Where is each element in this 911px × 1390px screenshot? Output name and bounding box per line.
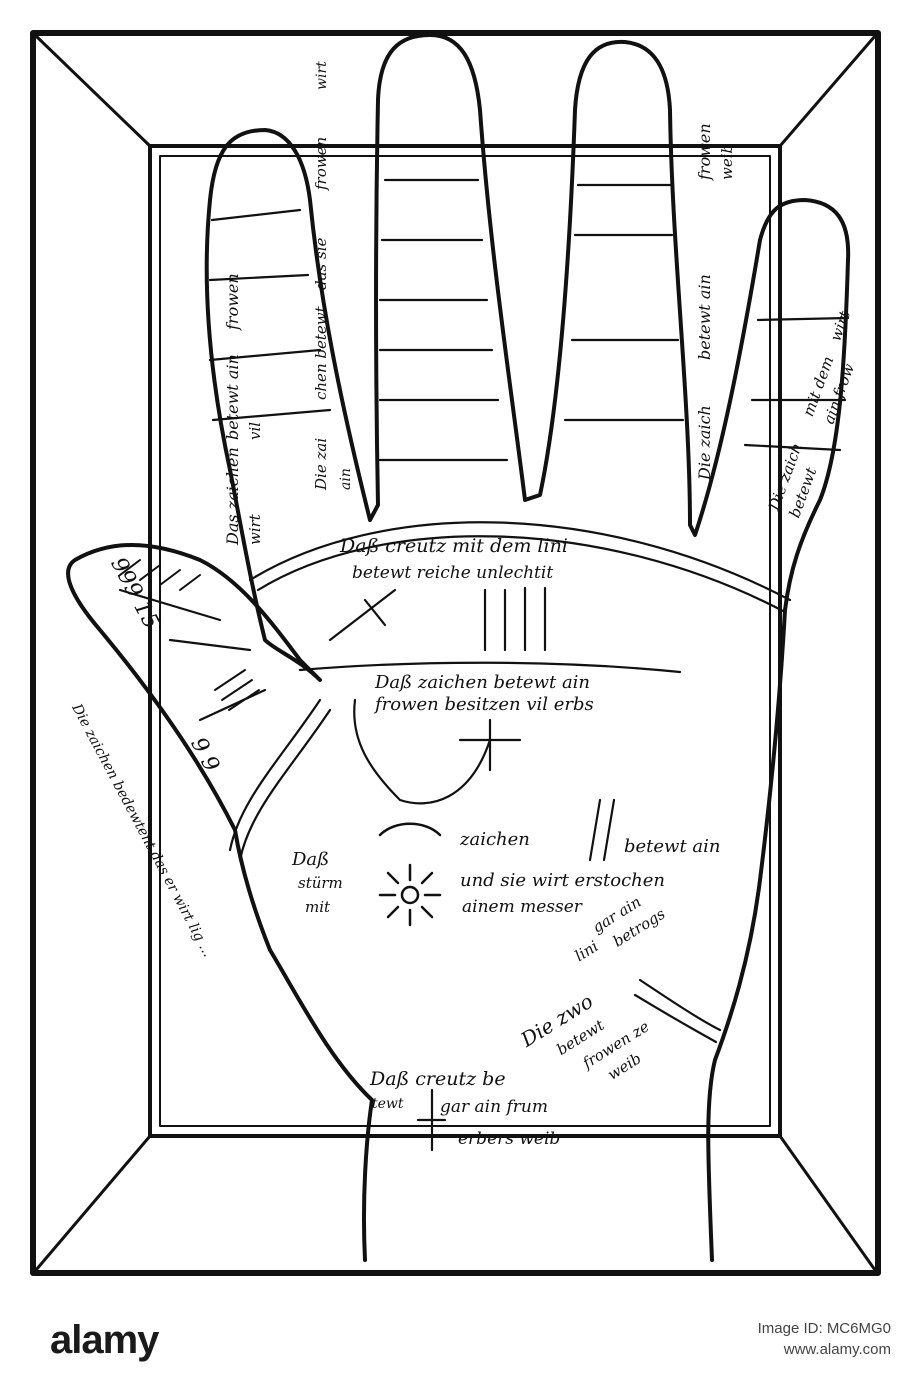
ring-note-4: weib — [718, 144, 736, 180]
thumb-digits: 9 9 — [185, 733, 224, 776]
wrist-line-1: Daß creutz be — [369, 1068, 506, 1090]
image-id-block: Image ID: MC6MG0 www.alamy.com — [758, 1318, 891, 1360]
middle-note-1: Die zai — [312, 438, 330, 491]
ring-note-1: Die zaich — [695, 405, 714, 481]
ring-note-2: betewt ain — [695, 274, 714, 360]
middle-note-2: chen betewt — [312, 305, 330, 400]
hand-outline — [66, 33, 851, 1262]
index-note-3: frowen — [223, 273, 242, 331]
sun-left-line-3: mit — [305, 898, 331, 916]
palm-mid-line-2: frowen besitzen vil erbs — [373, 694, 594, 715]
alamy-logo: alamy — [50, 1318, 159, 1362]
index-note-5: vil — [246, 422, 264, 440]
thumb-side-text: Die zaichen bedewtent das er wirt lig ..… — [68, 701, 216, 960]
palm-upper-line-1: Daß creutz mit dem lini — [339, 535, 568, 557]
sun-mid-line-1: zaichen — [459, 829, 530, 850]
image-id-label: Image ID: MC6MG0 — [757, 1320, 891, 1337]
sun-symbol — [378, 822, 442, 927]
little-note-5: wirt — [826, 308, 854, 344]
finger-inscriptions: Das zaichen betewt ain frowen wirt vil D… — [223, 61, 858, 546]
wrist-line-3: gar ain frum — [440, 1097, 548, 1117]
middle-note-5: frowen — [312, 137, 330, 191]
wrist-line-2: tewt — [372, 1096, 404, 1112]
lower-right-line-5: lini — [572, 937, 602, 965]
middle-note-3: das sie — [312, 237, 330, 290]
palm-mid-line-1: Daß zaichen betewt ain — [374, 672, 590, 693]
sun-left-line-1: Daß — [291, 849, 329, 870]
stock-watermark-banner: alamy Image ID: MC6MG0 www.alamy.com — [0, 1300, 911, 1390]
palm-inscriptions: Daß creutz mit dem lini betewt reiche un… — [291, 535, 721, 1149]
wrist-line-4: erbers weib — [458, 1129, 560, 1149]
woodcut-illustration: Daß creutz mit dem lini betewt reiche un… — [30, 30, 881, 1276]
index-note-2: betewt ain — [223, 354, 242, 440]
sun-mid-line-2: und sie wirt erstochen — [460, 870, 665, 891]
sun-mid-line-3: ainem messer — [462, 897, 583, 917]
index-note-4: wirt — [246, 513, 264, 545]
sun-right-label: betewt ain — [624, 836, 721, 857]
middle-note-6: wirt — [314, 61, 330, 90]
middle-note-4: ain — [338, 468, 354, 490]
palm-lines — [118, 178, 850, 1152]
ring-note-3: frowen — [695, 123, 714, 181]
palm-upper-line-2: betewt reiche unlechtit — [352, 563, 553, 583]
site-url: www.alamy.com — [783, 1341, 891, 1358]
picture-frame — [30, 30, 881, 1276]
sun-left-line-2: stürm — [298, 874, 343, 892]
thumb-inscriptions: 999 15 9 9 Die zaichen bedewtent das er … — [68, 553, 260, 960]
index-note-1: Das zaichen — [223, 447, 242, 546]
